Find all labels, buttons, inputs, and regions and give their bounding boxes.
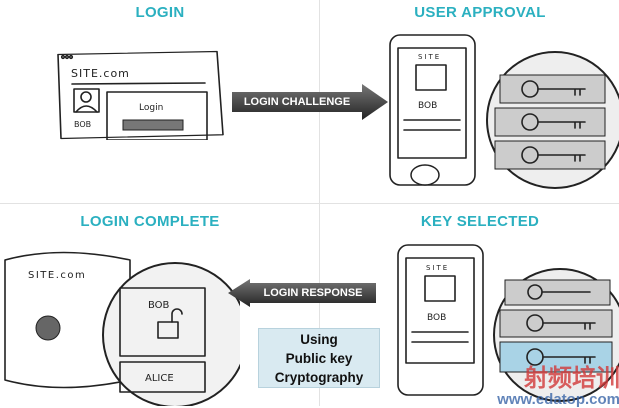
login-response-label: LOGIN RESPONSE	[263, 287, 363, 299]
note-line-2: Public key	[285, 351, 353, 366]
title-key-selected: KEY SELECTED	[420, 213, 540, 230]
login-response-arrow: LOGIN RESPONSE	[228, 279, 376, 307]
svg-text:Login: Login	[139, 103, 163, 113]
watermark-brand: 射频培训	[524, 365, 619, 392]
svg-text:SITE.com: SITE.com	[28, 270, 86, 281]
public-key-note: Using Public key Cryptography	[258, 328, 380, 388]
title-login-complete: LOGIN COMPLETE	[80, 213, 220, 230]
svg-text:BOB: BOB	[427, 313, 446, 323]
svg-text:BOB: BOB	[418, 101, 437, 111]
phone-key-selected-sketch: SITE BOB	[397, 244, 619, 402]
phone-approval-sketch: SITE BOB	[389, 34, 619, 189]
watermark: 射频培训 www.edatop.com	[455, 358, 619, 408]
svg-text:SITE: SITE	[418, 53, 441, 61]
svg-text:ALICE: ALICE	[145, 373, 174, 384]
svg-text:BOB: BOB	[74, 120, 91, 129]
svg-text:BOB: BOB	[148, 300, 170, 311]
title-login: LOGIN	[135, 4, 185, 21]
title-user-approval: USER APPROVAL	[414, 4, 546, 21]
login-challenge-label: LOGIN CHALLENGE	[243, 96, 351, 108]
watermark-url: www.edatop.com	[497, 391, 619, 408]
svg-text:SITE.com: SITE.com	[71, 67, 130, 80]
note-line-3: Cryptography	[274, 370, 364, 385]
note-line-1: Using	[300, 332, 338, 347]
horizontal-divider	[0, 203, 619, 204]
login-browser-sketch: SITE.com BOB Login	[57, 50, 224, 140]
login-complete-sketch: SITE.com BOB ALICE	[4, 251, 240, 406]
svg-text:SITE: SITE	[426, 264, 449, 272]
login-challenge-arrow: LOGIN CHALLENGE	[232, 84, 388, 120]
